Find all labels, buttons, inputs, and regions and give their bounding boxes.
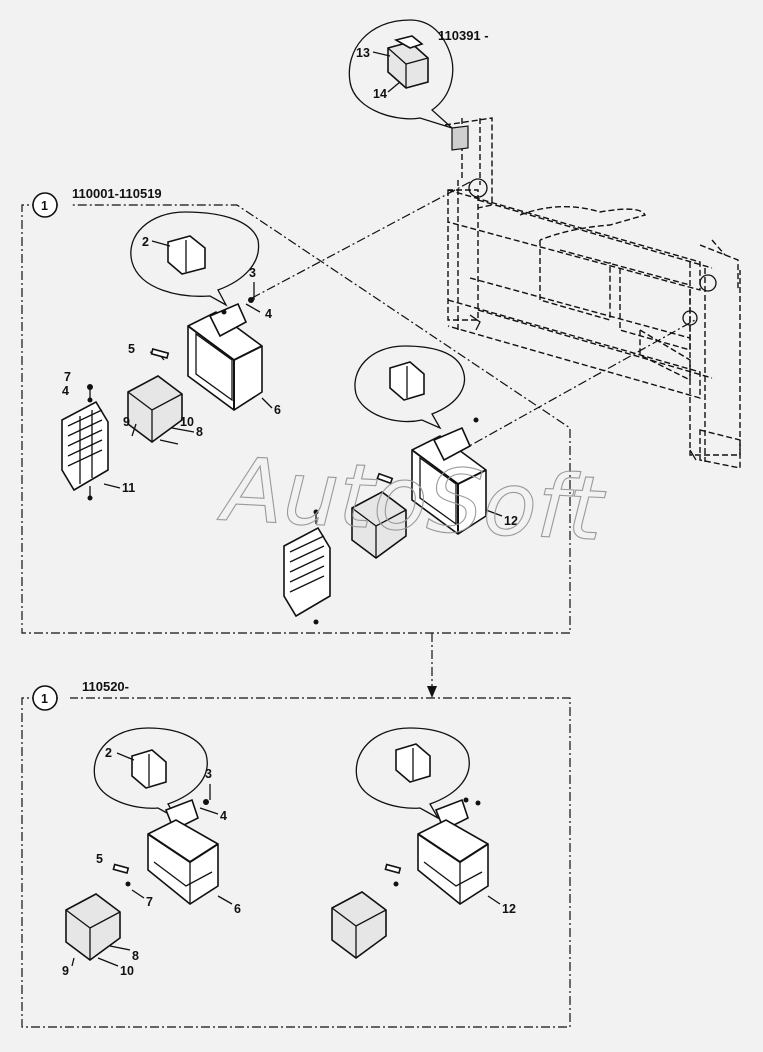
callout-5: 5 (128, 342, 135, 356)
callout-12: 12 (504, 514, 518, 528)
callout-6-s2: 6 (234, 902, 241, 916)
callout-6: 6 (274, 403, 281, 417)
section-2-lamp-left: 2 3 4 6 5 7 8 9 10 (62, 727, 241, 978)
callout-12-s2: 12 (502, 902, 516, 916)
callout-3-s2: 3 (205, 767, 212, 781)
section-1-lamp-left: 2 3 4 5 6 7 4 8 9 10 (61, 211, 281, 501)
section-1-marker-label: 1 (41, 199, 48, 213)
callout-2-s2: 2 (105, 746, 112, 760)
section-1-lamp-right: 12 (283, 345, 518, 625)
callout-9: 9 (123, 415, 130, 429)
callout-5-s2: 5 (96, 852, 103, 866)
section-2-marker (32, 685, 58, 711)
callout-2: 2 (142, 235, 149, 249)
callout-13: 13 (356, 46, 370, 60)
callout-8-s2: 8 (132, 949, 139, 963)
callout-3: 3 (249, 266, 256, 280)
section-2-frame: 1 110520- (21, 679, 571, 1028)
detail-bubble-top: 13 14 110391 - (348, 19, 489, 129)
callout-10: 10 (180, 415, 194, 429)
callout-9-s2: 9 (62, 964, 69, 978)
callout-8: 8 (196, 425, 203, 439)
callout-4-s2: 4 (220, 809, 227, 823)
mast-frame (444, 117, 741, 469)
section-1-marker (32, 192, 58, 218)
section-2-marker-label: 1 (41, 692, 48, 706)
callout-4: 4 (265, 307, 272, 321)
serial-range-top: 110391 - (438, 28, 489, 43)
section-1-frame: 1 110001-110519 (21, 181, 696, 698)
section-2-serial-range: 110520- (82, 679, 129, 694)
callout-10-s2: 10 (120, 964, 134, 978)
section-2-lamp-right: 12 (331, 727, 516, 959)
callout-7: 7 (64, 370, 71, 384)
callout-7-s2: 7 (146, 895, 153, 909)
callout-14: 14 (373, 87, 387, 101)
callout-11: 11 (122, 481, 135, 495)
section-1-serial-range: 110001-110519 (72, 186, 162, 201)
watermark-text: AutoSoft (216, 438, 609, 561)
callout-4b: 4 (62, 384, 69, 398)
